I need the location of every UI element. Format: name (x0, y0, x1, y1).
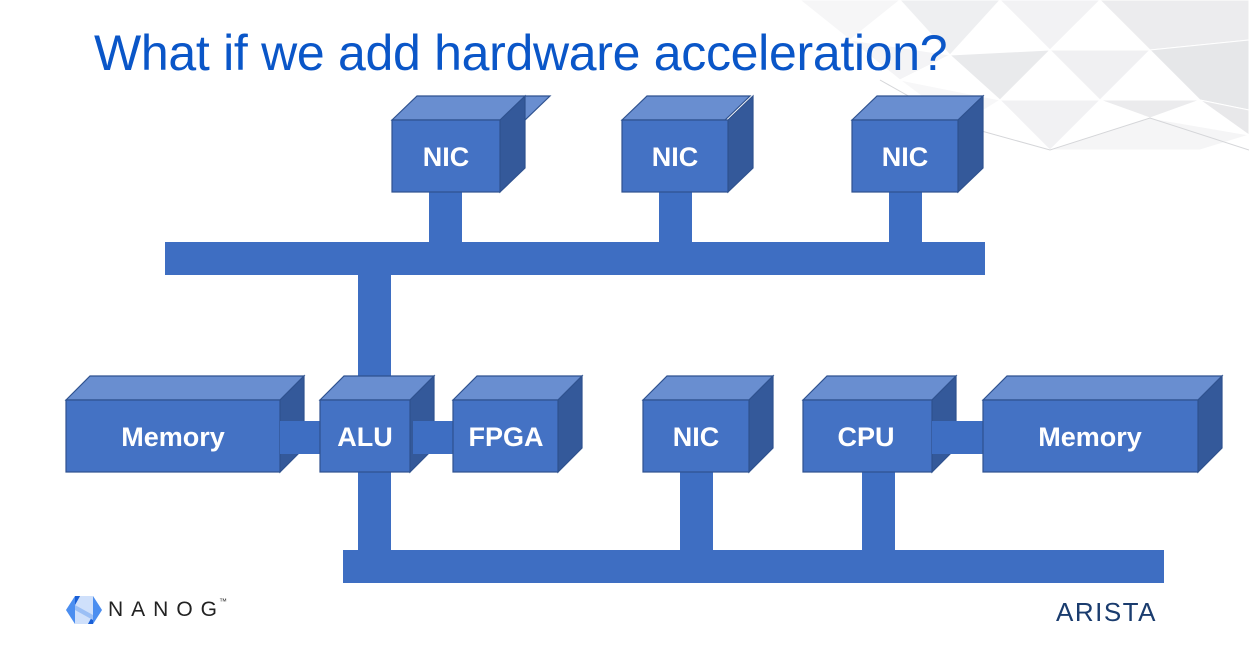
fpga-box: FPGA (451, 374, 584, 474)
memory-label: Memory (1038, 422, 1142, 452)
nic-label: NIC (423, 142, 470, 172)
nic-box-top-3: NIC (850, 94, 985, 194)
lower-bus-group (343, 470, 1164, 583)
nic-box-lower: NIC (641, 374, 775, 474)
upper-bus-stub-nic-2 (659, 190, 692, 245)
cpu-box: CPU (801, 374, 958, 474)
alu-box: ALU (318, 374, 436, 474)
memory-alu-link-front (280, 421, 325, 454)
fpga-label: FPGA (468, 422, 543, 452)
nanog-trademark: ™ (219, 596, 228, 606)
upper-bus-group (165, 190, 985, 382)
upper-to-alu-link (358, 272, 391, 382)
slide-title: What if we add hardware acceleration? (94, 25, 948, 81)
nic-box-top-2: NIC (620, 94, 754, 194)
upper-bus-stub-nic-3 (889, 190, 922, 245)
cpu-memory-link-front (932, 421, 984, 454)
memory-box-right: Memory (981, 374, 1224, 474)
memory-box-left: Memory (64, 374, 306, 474)
cpu-label: CPU (837, 422, 894, 452)
nic-label: NIC (652, 142, 699, 172)
nic-label: NIC (882, 142, 929, 172)
nanog-wordmark: NANOG (108, 598, 226, 621)
nic-box-top-1: NIC (390, 94, 552, 194)
nanog-logo-icon (66, 596, 102, 624)
lower-bus-stub-nic (680, 470, 713, 552)
alu-fpga-link-front (413, 421, 455, 454)
nanog-logo: NANOG ™ (66, 596, 227, 624)
lower-bus (343, 550, 1164, 583)
arista-logo: ARISTA (1056, 597, 1157, 627)
nic-label: NIC (673, 422, 720, 452)
lower-bus-stub-alu (358, 470, 391, 552)
alu-label: ALU (337, 422, 393, 452)
lower-bus-stub-cpu (862, 470, 895, 552)
upper-bus (165, 242, 985, 275)
upper-bus-stub-nic-1 (429, 190, 462, 245)
memory-label: Memory (121, 422, 225, 452)
